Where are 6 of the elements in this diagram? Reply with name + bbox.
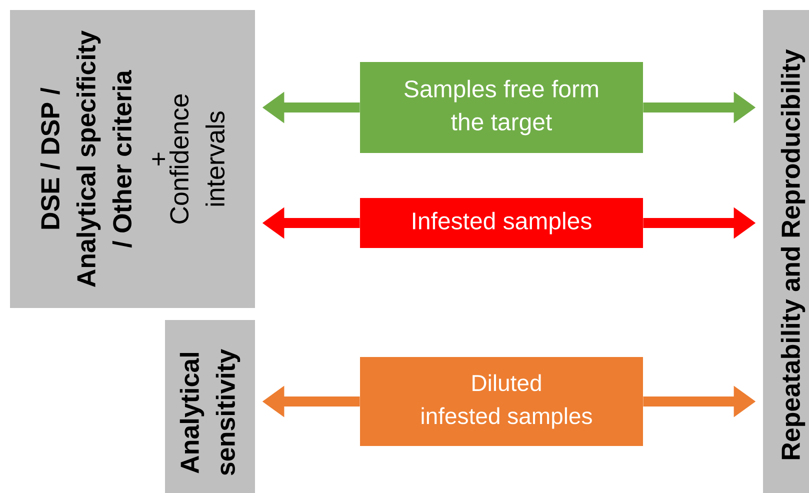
sample-box: Infested samples	[360, 198, 643, 248]
sample-box: Samples free form the target	[360, 62, 643, 153]
criteria-box: Repeatability and Reproducibility	[763, 10, 809, 493]
criteria-box: DSE / DSP / Analytical specificity / Other criteria + Confidence intervals	[10, 10, 255, 308]
sample-box: Diluted infested samples	[360, 357, 643, 446]
criteria-box: Analytical sensitivity	[165, 320, 255, 493]
